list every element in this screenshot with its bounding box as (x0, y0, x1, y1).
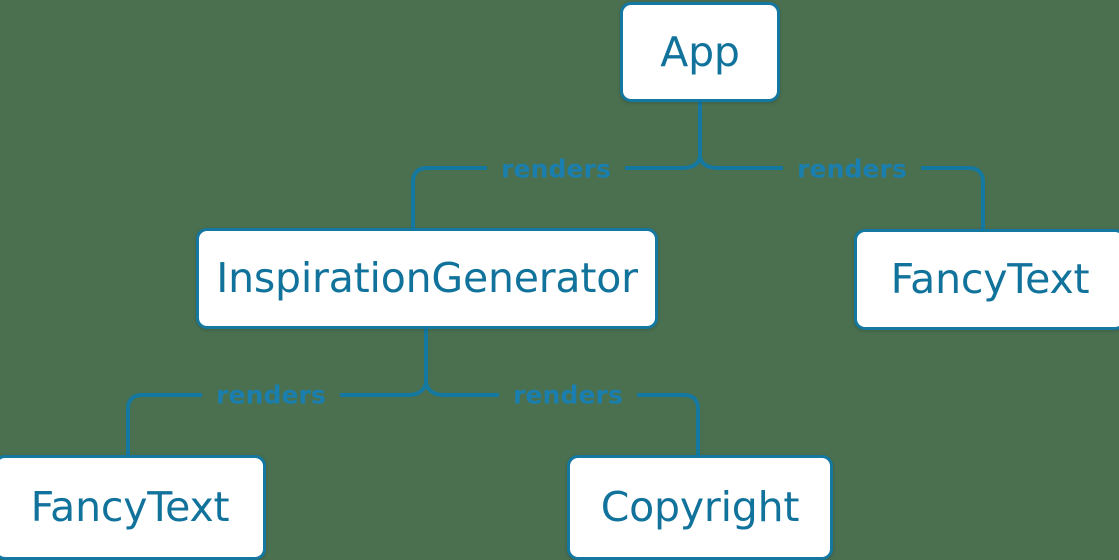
node-copyright[interactable]: Copyright (567, 455, 833, 560)
edge-label-app-inspirationgenerator: renders (501, 154, 611, 184)
edge-label-inspirationgenerator-copyright: renders (513, 380, 623, 410)
edge-label-inspirationgenerator-fancytext-bottom: renders (216, 380, 326, 410)
node-inspiration-generator[interactable]: InspirationGenerator (196, 228, 658, 329)
node-app-label: App (660, 27, 740, 76)
node-fancytext-bottom[interactable]: FancyText (0, 455, 266, 560)
node-copyright-label: Copyright (600, 483, 800, 531)
node-fancytext-right[interactable]: FancyText (854, 229, 1119, 330)
edge-label-app-fancytext-right: renders (797, 154, 907, 184)
node-inspiration-generator-label: InspirationGenerator (216, 254, 638, 302)
node-fancytext-right-label: FancyText (890, 255, 1090, 303)
node-fancytext-bottom-label: FancyText (30, 483, 230, 531)
node-app[interactable]: App (620, 2, 780, 102)
